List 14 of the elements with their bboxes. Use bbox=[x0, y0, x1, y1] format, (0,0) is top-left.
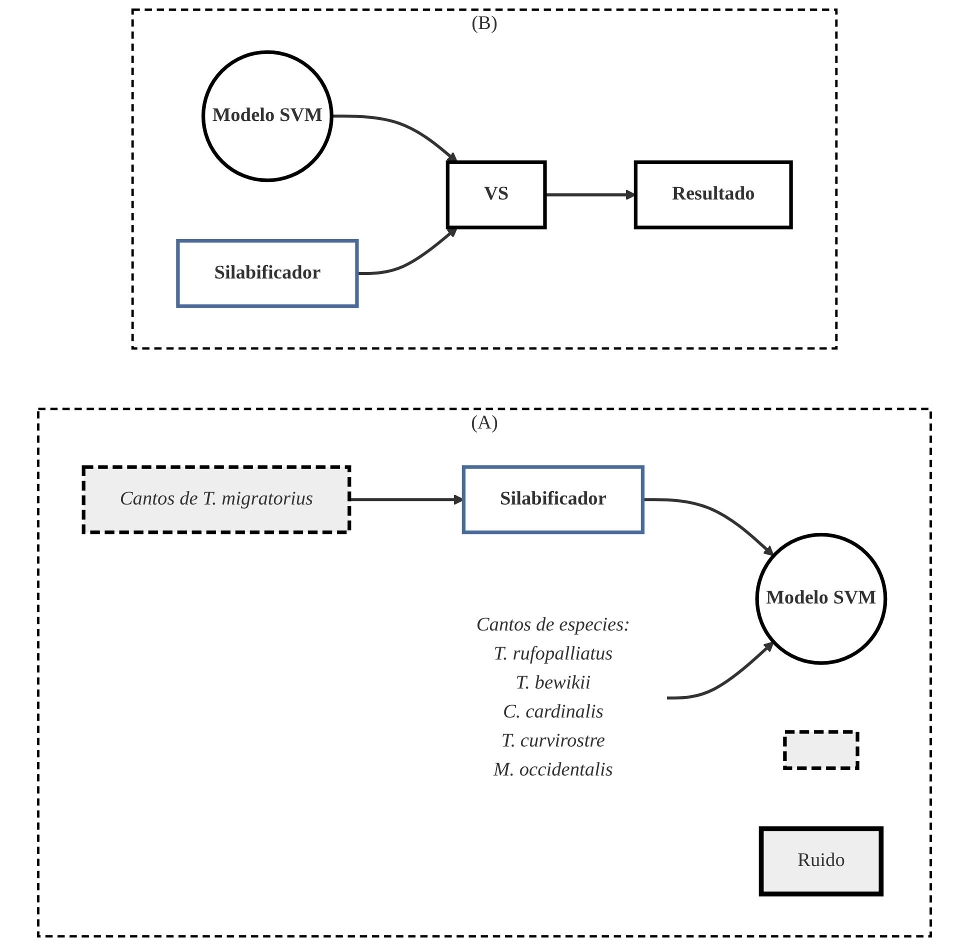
node-box bbox=[783, 730, 860, 770]
arrow bbox=[642, 498, 774, 556]
node-box: Resultado bbox=[634, 160, 793, 230]
arrow bbox=[356, 227, 458, 275]
node-box: Ruido bbox=[758, 826, 884, 896]
node-box: VS bbox=[446, 160, 547, 230]
node-box: Silabificador bbox=[462, 465, 645, 534]
node-box: Silabificador bbox=[176, 239, 359, 308]
node-circle: Modelo SVM bbox=[755, 532, 888, 665]
arrow bbox=[332, 114, 458, 163]
node-circle: Modelo SVM bbox=[201, 50, 334, 182]
node-text: Cantos de especies: T. rufopalliatus T. bewikii C. cardinalis T. curvirostre M. occidentalis bbox=[476, 614, 630, 780]
node-box: Cantos de T. migratorius bbox=[82, 465, 352, 534]
arrow bbox=[666, 641, 774, 700]
